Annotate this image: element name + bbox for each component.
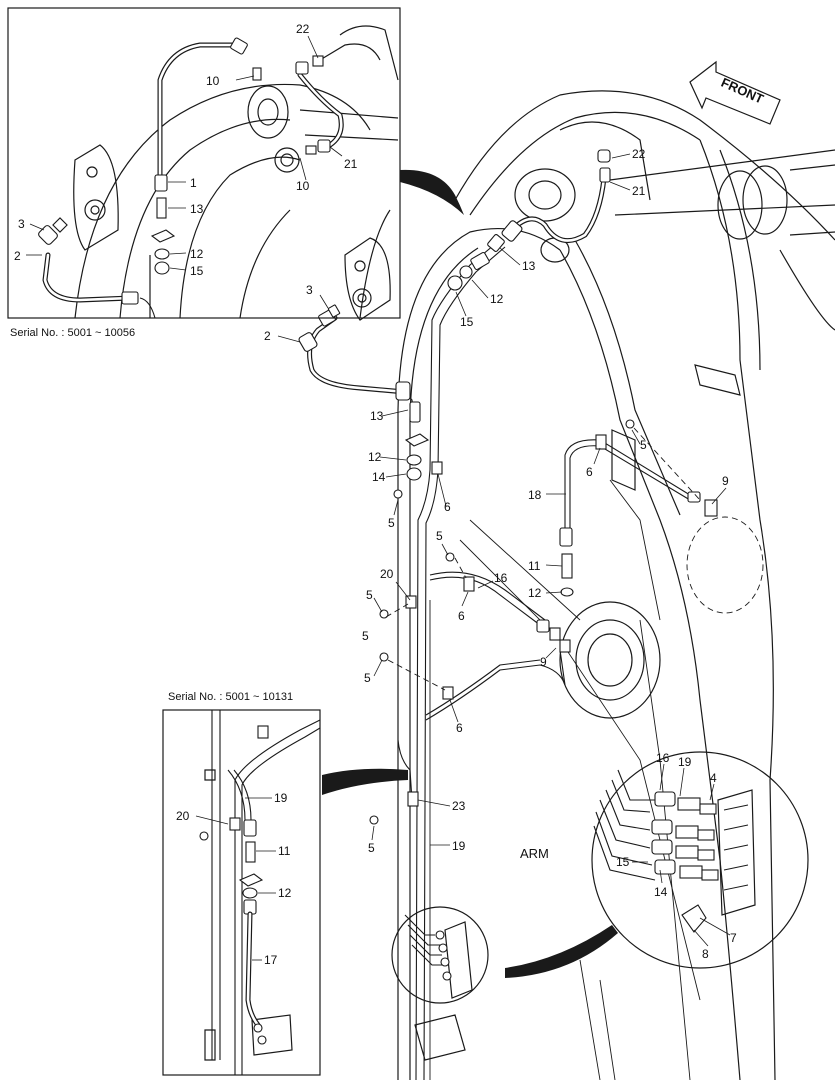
label-detail-15: 15 — [616, 855, 630, 869]
arm-structure — [344, 90, 835, 1080]
label-13-top: 13 — [522, 259, 536, 273]
label-inset-10-upper: 10 — [206, 74, 220, 88]
label-14: 14 — [372, 470, 386, 484]
label-5-g: 5 — [368, 841, 375, 855]
labels-detail-circle: 16 19 4 15 14 7 8 — [616, 751, 737, 961]
label-5-c: 5 — [436, 529, 443, 543]
inset-bottom-serial-note: Serial No. : 5001 ~ 10131 — [168, 691, 293, 703]
label-inset-21: 21 — [344, 157, 358, 171]
label-detail-19: 19 — [678, 755, 692, 769]
label-9-b: 9 — [540, 655, 547, 669]
main-hose-routing — [307, 175, 691, 1080]
label-3: 3 — [306, 283, 313, 297]
main-fittings — [298, 149, 718, 825]
label-inset-13: 13 — [190, 202, 204, 216]
label-inset-b-11: 11 — [278, 844, 291, 858]
label-19: 19 — [452, 839, 466, 853]
label-5-b: 5 — [640, 438, 647, 452]
arm-label: ARM — [520, 846, 549, 861]
label-5-e: 5 — [364, 671, 371, 685]
label-inset-2: 2 — [14, 249, 21, 263]
label-inset-b-17: 17 — [264, 953, 278, 967]
label-9-a: 9 — [722, 474, 729, 488]
label-6-a: 6 — [444, 500, 451, 514]
label-inset-b-20: 20 — [176, 809, 190, 823]
label-13-mid: 13 — [370, 409, 384, 423]
label-detail-16: 16 — [656, 751, 670, 765]
label-18: 18 — [528, 488, 542, 502]
label-23: 23 — [452, 799, 466, 813]
label-detail-7: 7 — [730, 931, 737, 945]
label-16: 16 — [494, 571, 508, 585]
label-22: 22 — [632, 147, 646, 161]
inset-bottom-serial: Serial No. : 5001 ~ 10131 — [162, 691, 321, 1076]
label-12-low: 12 — [528, 586, 542, 600]
callout-arrow-left — [322, 768, 408, 795]
label-inset-12: 12 — [190, 247, 204, 261]
label-11: 11 — [528, 559, 541, 573]
label-inset-22: 22 — [296, 22, 310, 36]
label-6-b: 6 — [586, 465, 593, 479]
label-6-d: 6 — [456, 721, 463, 735]
inset-top-serial-note: Serial No. : 5001 ~ 10056 — [10, 327, 135, 339]
label-20: 20 — [380, 567, 394, 581]
front-direction-arrow: FRONT — [689, 60, 781, 125]
label-inset-3: 3 — [18, 217, 25, 231]
leader-lines — [26, 35, 731, 961]
callout-arrow-right — [505, 925, 618, 978]
label-5-f: 5 — [362, 629, 369, 643]
label-detail-4: 4 — [710, 771, 717, 785]
callout-arrow-top — [400, 169, 464, 215]
detail-circle-connector — [591, 751, 809, 969]
label-inset-1: 1 — [190, 176, 197, 190]
label-detail-8: 8 — [702, 947, 709, 961]
label-21: 21 — [632, 184, 646, 198]
label-detail-14: 14 — [654, 885, 668, 899]
label-2: 2 — [264, 329, 271, 343]
inset-top-serial: Serial No. : 5001 ~ 10056 — [7, 7, 401, 339]
label-6-c: 6 — [458, 609, 465, 623]
labels-inset-bottom: 19 20 11 12 17 — [176, 791, 292, 967]
labels-inset-top: 22 10 21 10 1 13 3 2 12 15 — [14, 22, 358, 278]
label-5-a: 5 — [388, 516, 395, 530]
label-5-d: 5 — [366, 588, 373, 602]
front-label: FRONT — [719, 75, 766, 107]
labels-main: 22 21 13 12 15 3 2 13 12 14 5 6 5 6 18 9… — [264, 147, 729, 855]
label-12-top: 12 — [490, 292, 504, 306]
label-inset-b-19: 19 — [274, 791, 288, 805]
label-inset-15: 15 — [190, 264, 204, 278]
label-12-mid: 12 — [368, 450, 382, 464]
small-detail-circle — [391, 906, 489, 1004]
label-inset-10-lower: 10 — [296, 179, 310, 193]
label-inset-b-12: 12 — [278, 886, 292, 900]
label-15: 15 — [460, 315, 474, 329]
